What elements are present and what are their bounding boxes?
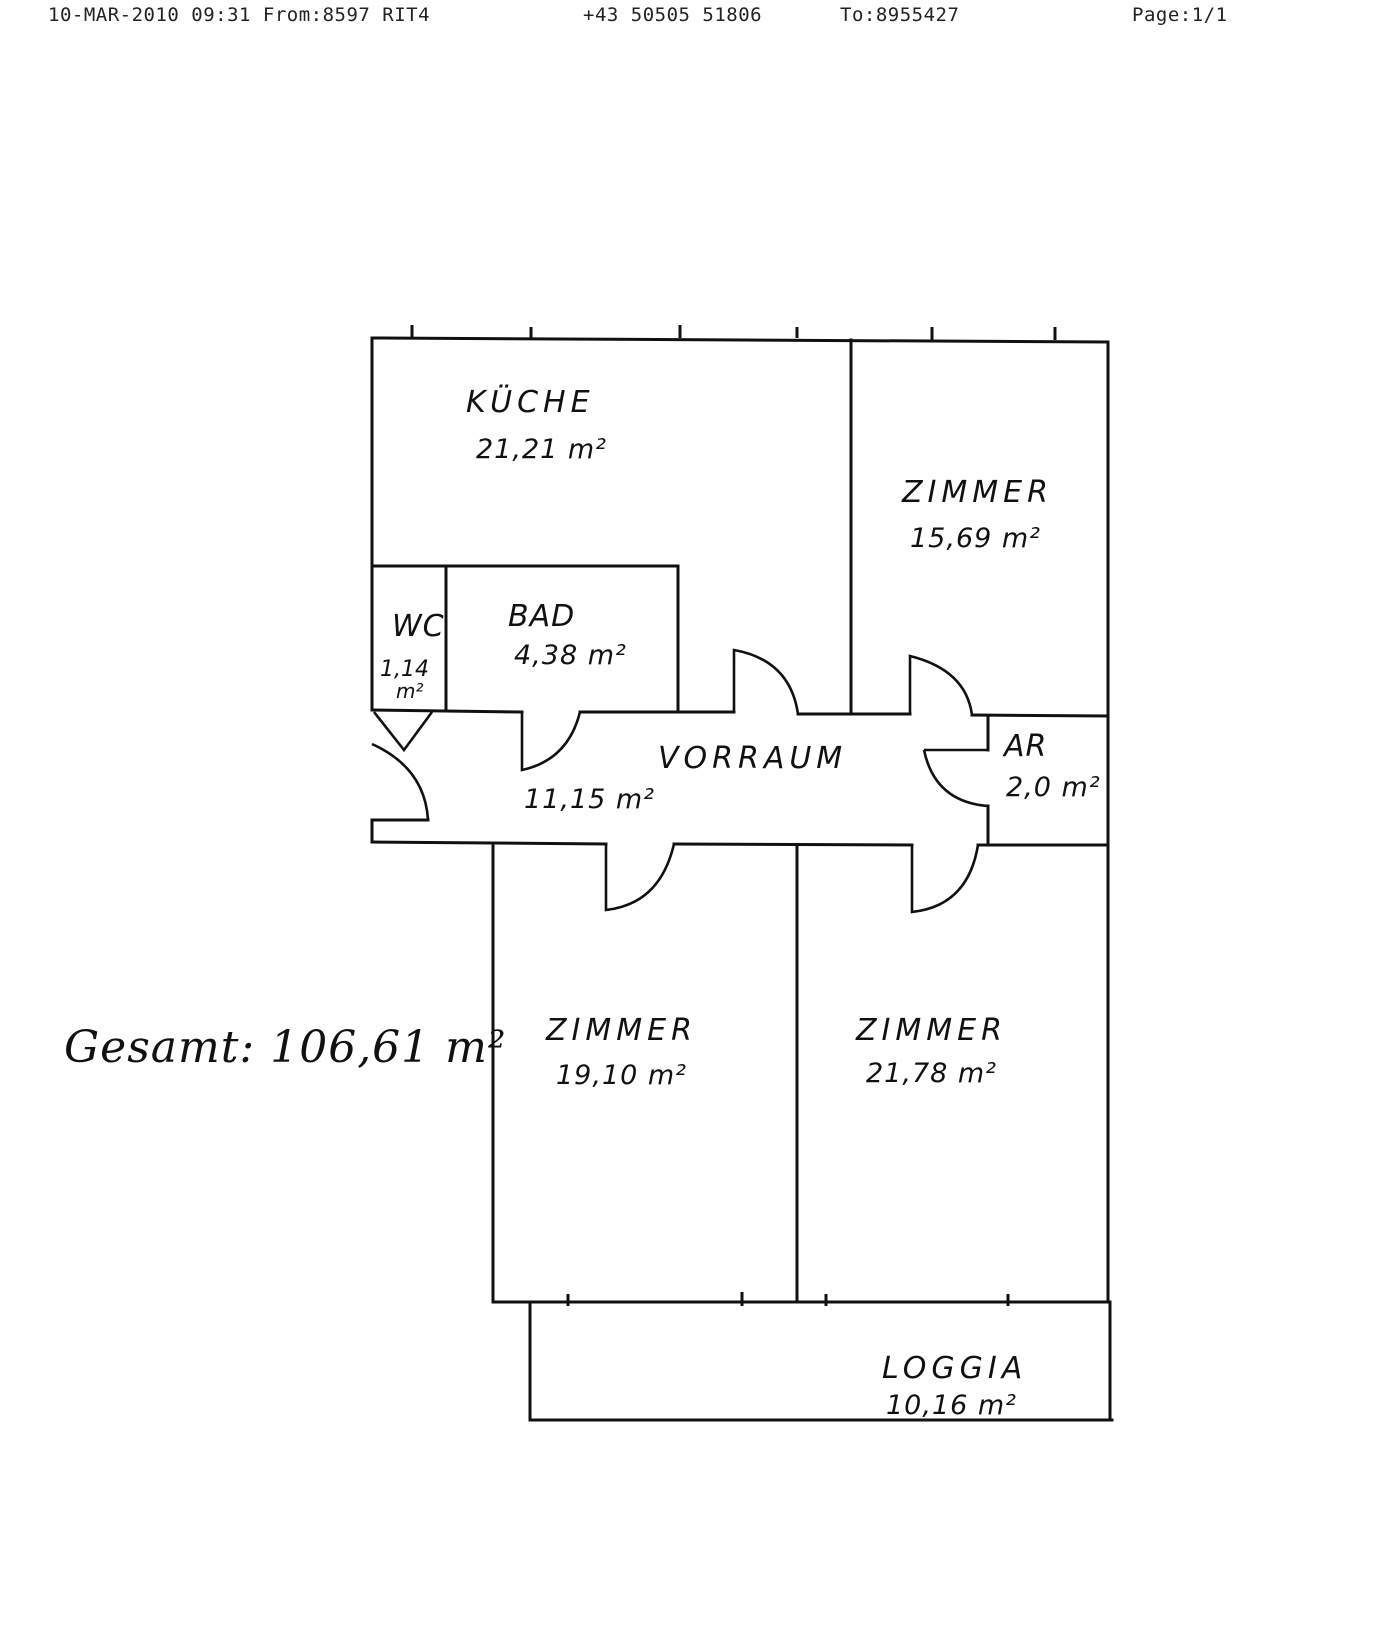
room-area-zimmer-bottom-right: 21,78 m² — [866, 1058, 997, 1089]
walls — [370, 336, 1114, 1422]
door-swings — [371, 648, 989, 914]
room-area-bad: 4,38 m² — [514, 640, 627, 671]
room-ar: AR 2,0 m² — [1002, 729, 1101, 803]
room-kueche: KÜCHE 21,21 m² — [466, 384, 607, 465]
room-label-zimmer-bottom-left: ZIMMER — [545, 1013, 697, 1048]
room-label-wc: WC — [392, 609, 445, 644]
room-label-zimmer-top-right: ZIMMER — [901, 475, 1053, 510]
room-label-bad: BAD — [508, 599, 575, 634]
room-bad: BAD 4,38 m² — [508, 599, 627, 671]
room-wc: WC 1,14 m² — [380, 609, 445, 703]
fax-datetime-from: 10-MAR-2010 09:31 From:8597 RIT4 — [48, 4, 431, 26]
room-label-ar: AR — [1002, 729, 1047, 764]
top-window-ticks — [410, 325, 1057, 340]
room-area-zimmer-top-right: 15,69 m² — [910, 523, 1041, 554]
room-zimmer-bottom-right: ZIMMER 21,78 m² — [855, 1013, 1007, 1089]
room-label-loggia: LOGGIA — [882, 1351, 1027, 1386]
loggia-window-ticks — [566, 1292, 1010, 1306]
fax-recipient: To:8955427 — [840, 4, 960, 26]
fax-page-number: Page:1/1 — [1132, 4, 1228, 26]
fax-header: 10-MAR-2010 09:31 From:8597 RIT4 +43 505… — [0, 4, 1382, 30]
room-label-vorraum: VORRAUM — [658, 741, 847, 776]
room-area-loggia: 10,16 m² — [886, 1390, 1017, 1421]
room-label-kueche: KÜCHE — [466, 384, 595, 420]
room-area-wc: 1,14 — [380, 657, 429, 682]
room-area-vorraum: 11,15 m² — [524, 784, 655, 815]
room-area-kueche: 21,21 m² — [476, 434, 607, 465]
room-label-zimmer-bottom-right: ZIMMER — [855, 1013, 1007, 1048]
fax-phone-number: +43 50505 51806 — [583, 4, 763, 26]
room-area-ar: 2,0 m² — [1006, 772, 1101, 803]
room-zimmer-top-right: ZIMMER 15,69 m² — [901, 475, 1053, 554]
total-area: Gesamt: 106,61 m² — [64, 1022, 507, 1073]
room-loggia: LOGGIA 10,16 m² — [882, 1351, 1027, 1421]
room-zimmer-bottom-left: ZIMMER 19,10 m² — [545, 1013, 697, 1091]
room-area-unit-wc: m² — [396, 679, 424, 703]
room-vorraum: VORRAUM 11,15 m² — [524, 741, 847, 815]
room-area-zimmer-bottom-left: 19,10 m² — [556, 1060, 687, 1091]
